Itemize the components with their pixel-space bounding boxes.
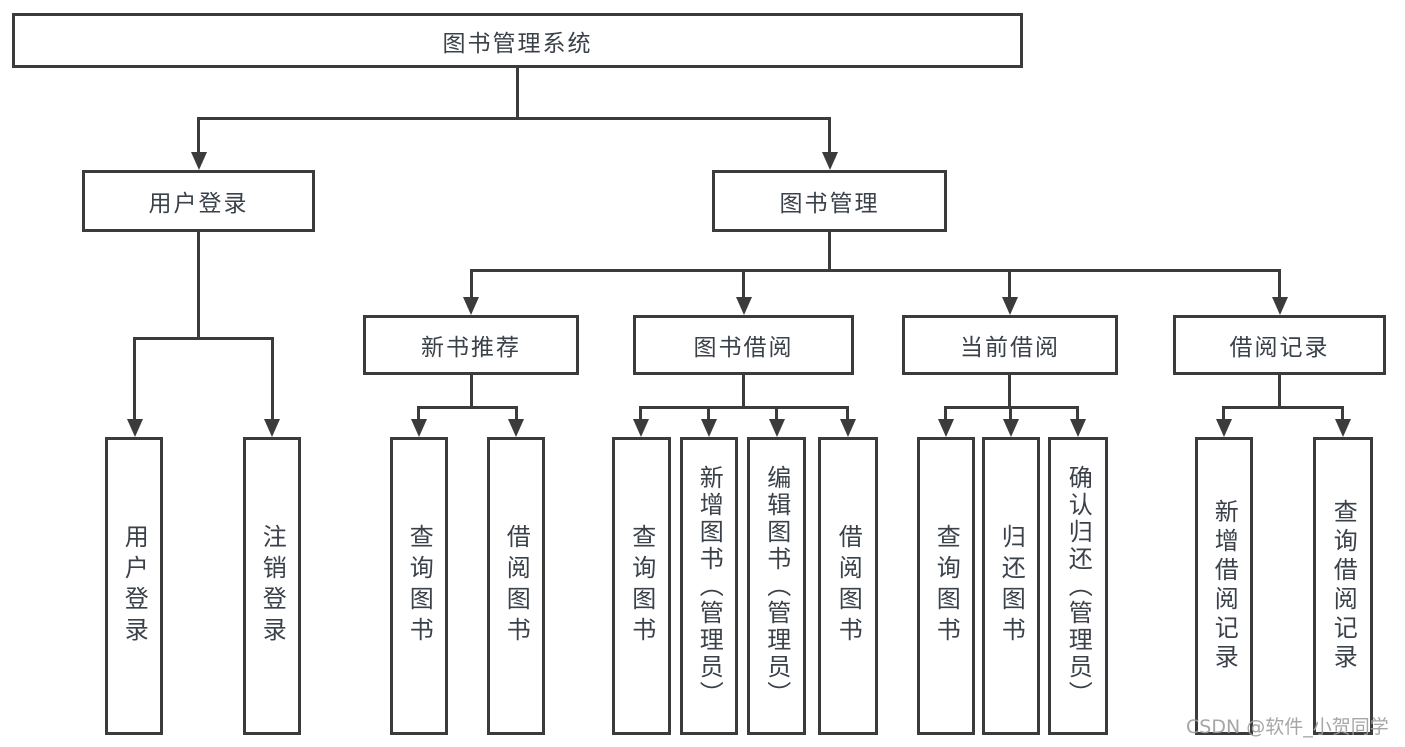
connector-root-stub xyxy=(516,68,519,120)
connector-bookborrow-hline xyxy=(639,406,849,409)
node-leaf-bb-add: 新增图书（管理员） xyxy=(680,437,738,735)
arrowhead-nb-query xyxy=(411,419,427,437)
node-user-login-label: 用户登录 xyxy=(148,191,249,217)
connector-userlogin-stub xyxy=(197,232,200,340)
connector-bb-query-shaft xyxy=(639,406,642,421)
arrowhead-borrowrecord xyxy=(1272,297,1288,315)
connector-bookborrow-stub xyxy=(742,375,745,408)
node-leaf-bb-add-label: 新增图书（管理员） xyxy=(695,464,724,708)
connector-nb-query-shaft xyxy=(417,406,420,421)
connector-borrowrecord-shaft xyxy=(1278,269,1281,299)
node-root: 图书管理系统 xyxy=(12,13,1023,68)
arrowhead-leaf-userlogin xyxy=(127,419,143,437)
node-new-book-label: 新书推荐 xyxy=(421,335,521,361)
connector-currentborrow-shaft xyxy=(1008,269,1011,299)
node-leaf-bb-query: 查询图书 xyxy=(612,437,671,735)
node-leaf-cb-query-label: 查询图书 xyxy=(932,524,961,648)
node-leaf-nb-query: 查询图书 xyxy=(390,437,448,735)
node-current-borrow-label: 当前借阅 xyxy=(960,335,1060,361)
node-leaf-nb-borrow-label: 借阅图书 xyxy=(502,524,531,648)
arrowhead-cb-confirm xyxy=(1070,419,1086,437)
connector-root-userlogin-shaft xyxy=(197,117,200,154)
node-current-borrow: 当前借阅 xyxy=(902,315,1118,375)
node-borrow-record-label: 借阅记录 xyxy=(1229,335,1330,361)
connector-bb-borrow-shaft xyxy=(846,406,849,421)
connector-root-bookmgmt-shaft xyxy=(828,117,831,154)
node-leaf-nb-query-label: 查询图书 xyxy=(405,524,434,648)
connector-br-query-shaft xyxy=(1341,406,1344,421)
arrowhead-userlogin xyxy=(191,152,207,170)
node-borrow-record: 借阅记录 xyxy=(1173,315,1386,375)
node-book-mgmt-label: 图书管理 xyxy=(779,191,880,217)
node-leaf-cb-query: 查询图书 xyxy=(917,437,975,735)
arrowhead-bookmgmt xyxy=(822,152,838,170)
node-root-label: 图书管理系统 xyxy=(442,30,593,57)
connector-br-add-shaft xyxy=(1222,406,1225,421)
node-leaf-bb-edit-label: 编辑图书（管理员） xyxy=(762,464,791,708)
arrowhead-nb-borrow xyxy=(508,419,524,437)
node-leaf-nb-borrow: 借阅图书 xyxy=(487,437,545,735)
connector-currentborrow-stub xyxy=(1008,375,1011,408)
connector-bookmgmt-hline xyxy=(470,269,1281,272)
connector-leaf-userlogin-shaft xyxy=(133,337,136,421)
node-new-book: 新书推荐 xyxy=(363,315,579,375)
node-leaf-logout: 注销登录 xyxy=(243,437,301,735)
arrowhead-cb-return xyxy=(1003,419,1019,437)
node-book-borrow-label: 图书借阅 xyxy=(693,335,794,361)
node-book-mgmt: 图书管理 xyxy=(712,170,947,232)
arrowhead-bookborrow xyxy=(736,297,752,315)
connector-cb-confirm-shaft xyxy=(1076,406,1079,421)
arrowhead-cb-query xyxy=(938,419,954,437)
connector-nb-borrow-shaft xyxy=(515,406,518,421)
arrowhead-newbook xyxy=(463,297,479,315)
node-user-login: 用户登录 xyxy=(82,170,315,232)
connector-root-hline xyxy=(197,117,831,120)
connector-newbook-stub xyxy=(470,375,473,408)
connector-leaf-logout-shaft xyxy=(271,337,274,421)
node-book-borrow: 图书借阅 xyxy=(633,315,854,375)
node-leaf-bb-borrow: 借阅图书 xyxy=(818,437,878,735)
node-leaf-br-add-label: 新增借阅记录 xyxy=(1210,499,1239,673)
node-leaf-bb-edit: 编辑图书（管理员） xyxy=(747,437,806,735)
connector-bb-add-shaft xyxy=(707,406,710,421)
connector-bookmgmt-stub xyxy=(828,232,831,272)
arrowhead-currentborrow xyxy=(1002,297,1018,315)
node-leaf-cb-confirm-label: 确认归还（管理员） xyxy=(1064,464,1093,708)
connector-userlogin-hline xyxy=(133,337,274,340)
node-leaf-cb-return: 归还图书 xyxy=(982,437,1040,735)
arrowhead-bb-add xyxy=(701,419,717,437)
node-leaf-cb-return-label: 归还图书 xyxy=(997,524,1026,648)
node-leaf-user-login: 用户登录 xyxy=(105,437,163,735)
node-leaf-bb-query-label: 查询图书 xyxy=(627,524,656,648)
node-leaf-logout-label: 注销登录 xyxy=(258,524,287,648)
node-leaf-bb-borrow-label: 借阅图书 xyxy=(834,524,863,648)
connector-bb-edit-shaft xyxy=(775,406,778,421)
connector-cb-query-shaft xyxy=(944,406,947,421)
node-leaf-br-query-label: 查询借阅记录 xyxy=(1329,499,1358,673)
node-leaf-cb-confirm: 确认归还（管理员） xyxy=(1048,437,1108,735)
connector-cb-return-shaft xyxy=(1009,406,1012,421)
node-leaf-br-query: 查询借阅记录 xyxy=(1313,437,1373,735)
connector-newbook-shaft xyxy=(470,269,473,299)
arrowhead-bb-edit xyxy=(769,419,785,437)
connector-newbook-hline xyxy=(417,406,518,409)
arrowhead-bb-borrow xyxy=(840,419,856,437)
arrowhead-bb-query xyxy=(633,419,649,437)
connector-borrowrecord-stub xyxy=(1278,375,1281,408)
connector-borrowrecord-hline xyxy=(1222,406,1344,409)
node-leaf-br-add: 新增借阅记录 xyxy=(1195,437,1253,735)
csdn-watermark: CSDN @软件_小贺同学 xyxy=(1186,716,1389,738)
arrowhead-br-add xyxy=(1216,419,1232,437)
arrowhead-br-query xyxy=(1335,419,1351,437)
connector-bookborrow-shaft xyxy=(742,269,745,299)
arrowhead-leaf-logout xyxy=(264,419,280,437)
node-leaf-user-login-label: 用户登录 xyxy=(120,524,149,648)
